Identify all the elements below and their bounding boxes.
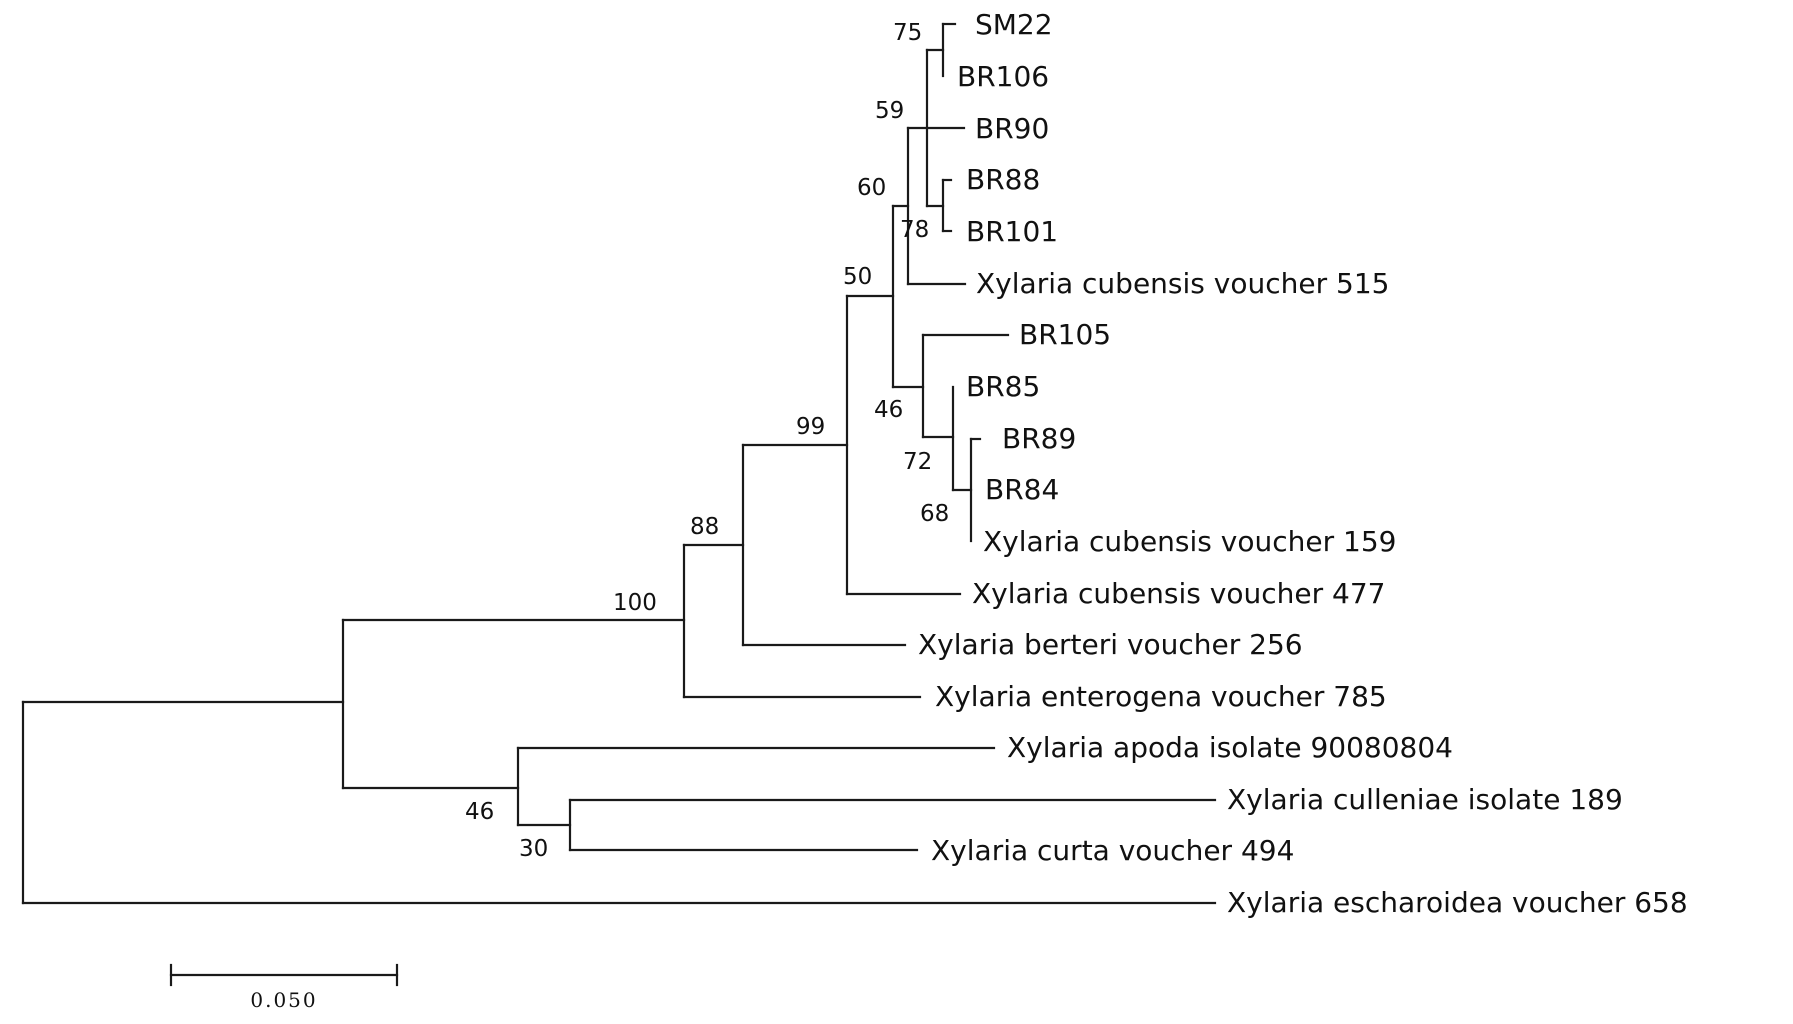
bootstrap-value: 78 bbox=[900, 217, 929, 243]
taxon-label: SM22 bbox=[975, 8, 1053, 41]
bootstrap-value: 60 bbox=[857, 175, 886, 201]
taxon-label: Xylaria berteri voucher 256 bbox=[918, 628, 1303, 661]
taxon-label: Xylaria culleniae isolate 189 bbox=[1227, 783, 1623, 816]
taxon-label: BR106 bbox=[957, 60, 1049, 93]
bootstrap-value: 59 bbox=[875, 98, 904, 124]
taxon-label: Xylaria escharoidea voucher 658 bbox=[1227, 886, 1688, 919]
bootstrap-value: 30 bbox=[519, 836, 548, 862]
bootstrap-value: 68 bbox=[920, 501, 949, 527]
scale-bar: 0.050 bbox=[169, 963, 399, 1012]
taxon-label: BR105 bbox=[1019, 318, 1111, 351]
taxon-label: Xylaria apoda isolate 90080804 bbox=[1007, 731, 1453, 764]
bootstrap-value: 100 bbox=[613, 590, 657, 616]
taxon-label: Xylaria cubensis voucher 515 bbox=[976, 267, 1389, 300]
taxon-label: Xylaria enterogena voucher 785 bbox=[935, 680, 1387, 713]
bootstrap-values: 75 59 60 78 50 46 99 72 68 88 100 46 30 bbox=[465, 20, 949, 862]
taxon-labels: SM22 BR106 BR90 BR88 BR101 Xylaria cuben… bbox=[918, 8, 1688, 919]
taxon-label: Xylaria cubensis voucher 159 bbox=[983, 525, 1396, 558]
taxon-label: Xylaria curta voucher 494 bbox=[931, 834, 1294, 867]
tree-branches bbox=[21, 22, 1217, 905]
scale-bar-label: 0.050 bbox=[250, 988, 317, 1012]
taxon-label: BR101 bbox=[966, 215, 1058, 248]
taxon-label: BR88 bbox=[966, 163, 1040, 196]
taxon-label: BR85 bbox=[966, 370, 1040, 403]
bootstrap-value: 46 bbox=[465, 799, 494, 825]
taxon-label: BR89 bbox=[1002, 422, 1076, 455]
bootstrap-value: 50 bbox=[843, 264, 872, 290]
bootstrap-value: 72 bbox=[903, 449, 932, 475]
bootstrap-value: 99 bbox=[796, 414, 825, 440]
bootstrap-value: 88 bbox=[690, 514, 719, 540]
bootstrap-value: 46 bbox=[874, 397, 903, 423]
taxon-label: Xylaria cubensis voucher 477 bbox=[972, 577, 1385, 610]
bootstrap-value: 75 bbox=[893, 20, 922, 46]
taxon-label: BR84 bbox=[985, 473, 1059, 506]
taxon-label: BR90 bbox=[975, 112, 1049, 145]
